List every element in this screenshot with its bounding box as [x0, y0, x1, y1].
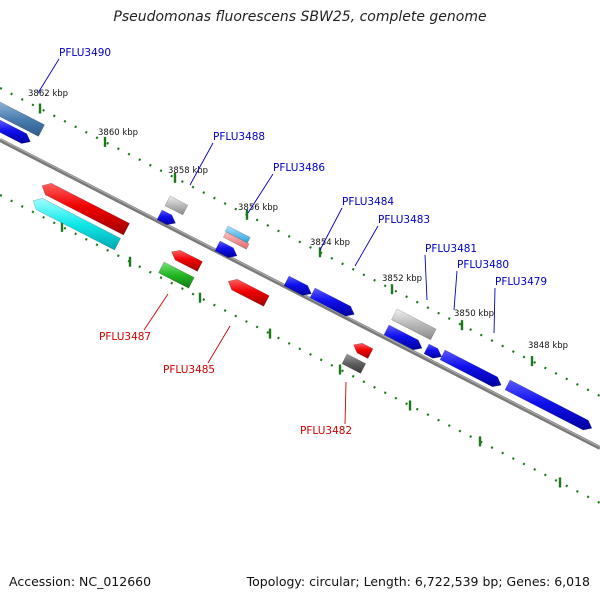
minus-label-leader-0	[143, 293, 169, 331]
gene-feature-7[interactable]	[158, 261, 195, 289]
plus-gene-label-3[interactable]: PFLU3484	[342, 196, 394, 208]
minus-gene-label-0[interactable]: PFLU3487	[99, 331, 151, 343]
gene-feature-8[interactable]	[224, 225, 251, 244]
major-ticks	[38, 103, 562, 488]
plus-gene-label-1[interactable]: PFLU3488	[213, 131, 265, 143]
plus-gene-label-2[interactable]: PFLU3486	[273, 162, 325, 174]
plus-label-leader-2	[247, 173, 274, 214]
plus-gene-label-5[interactable]: PFLU3481	[425, 243, 477, 255]
gene-labels: PFLU3490PFLU3488PFLU3486PFLU3484PFLU3483…	[37, 47, 547, 437]
scale-label-5: 3852 kbp	[382, 274, 422, 284]
gene-feature-6[interactable]	[171, 249, 203, 272]
gene-feature-0[interactable]	[0, 101, 45, 137]
scale-label-2: 3858 kbp	[168, 166, 208, 176]
scale-label-6: 3850 kbp	[454, 309, 494, 319]
plus-label-leader-6	[453, 270, 458, 311]
gene-feature-1[interactable]	[0, 119, 31, 144]
genome-summary-text: Topology: circular; Length: 6,722,539 bp…	[246, 574, 590, 589]
outer-scale-track	[0, 87, 600, 397]
plus-gene-label-6[interactable]: PFLU3480	[457, 259, 509, 271]
gene-feature-11[interactable]	[227, 278, 270, 307]
gene-feature-18[interactable]	[504, 379, 593, 431]
gene-feature-5[interactable]	[164, 195, 189, 216]
minus-gene-label-2[interactable]: PFLU3482	[300, 425, 352, 437]
gene-feature-12[interactable]	[283, 275, 312, 296]
gene-feature-10[interactable]	[214, 240, 238, 258]
scale-label-7: 3848 kbp	[528, 341, 568, 351]
minus-gene-label-1[interactable]: PFLU3485	[163, 364, 215, 376]
gene-feature-17[interactable]	[439, 349, 502, 388]
gene-feature-4[interactable]	[156, 209, 176, 226]
scale-label-1: 3860 kbp	[98, 128, 138, 138]
accession-text: Accession: NC_012660	[9, 574, 152, 589]
gene-feature-15[interactable]	[383, 324, 423, 351]
gene-feature-2[interactable]	[41, 182, 130, 236]
plus-label-leader-0	[37, 58, 60, 94]
gene-feature-19[interactable]	[353, 342, 374, 359]
gene-feature-9[interactable]	[222, 231, 250, 250]
inner-scale-track	[0, 194, 600, 504]
plus-label-leader-3	[319, 207, 343, 251]
scale-label-4: 3854 kbp	[310, 238, 350, 248]
plus-gene-label-4[interactable]: PFLU3483	[378, 214, 430, 226]
plus-label-leader-4	[354, 225, 379, 267]
plus-gene-label-7[interactable]: PFLU3479	[495, 276, 547, 288]
plus-label-leader-7	[493, 287, 496, 334]
map-title: Pseudomonas fluorescens SBW25, complete …	[113, 9, 487, 25]
scale-label-0: 3862 kbp	[28, 89, 68, 99]
gene-features	[0, 101, 593, 431]
scale-label-3: 3856 kbp	[238, 203, 278, 213]
scale-labels: 3862 kbp 3860 kbp 3858 kbp 3856 kbp 3854 kbp…	[28, 89, 568, 351]
plus-label-leader-1	[189, 142, 214, 186]
plus-label-leader-5	[424, 254, 428, 301]
plus-gene-label-0[interactable]: PFLU3490	[59, 47, 111, 59]
gene-feature-20[interactable]	[341, 353, 367, 374]
minus-label-leader-1	[207, 325, 231, 364]
minus-label-leader-2	[344, 381, 347, 425]
gene-feature-14[interactable]	[391, 308, 437, 341]
gene-feature-3[interactable]	[32, 197, 121, 251]
gene-feature-13[interactable]	[309, 287, 355, 317]
gene-feature-16[interactable]	[423, 343, 443, 359]
